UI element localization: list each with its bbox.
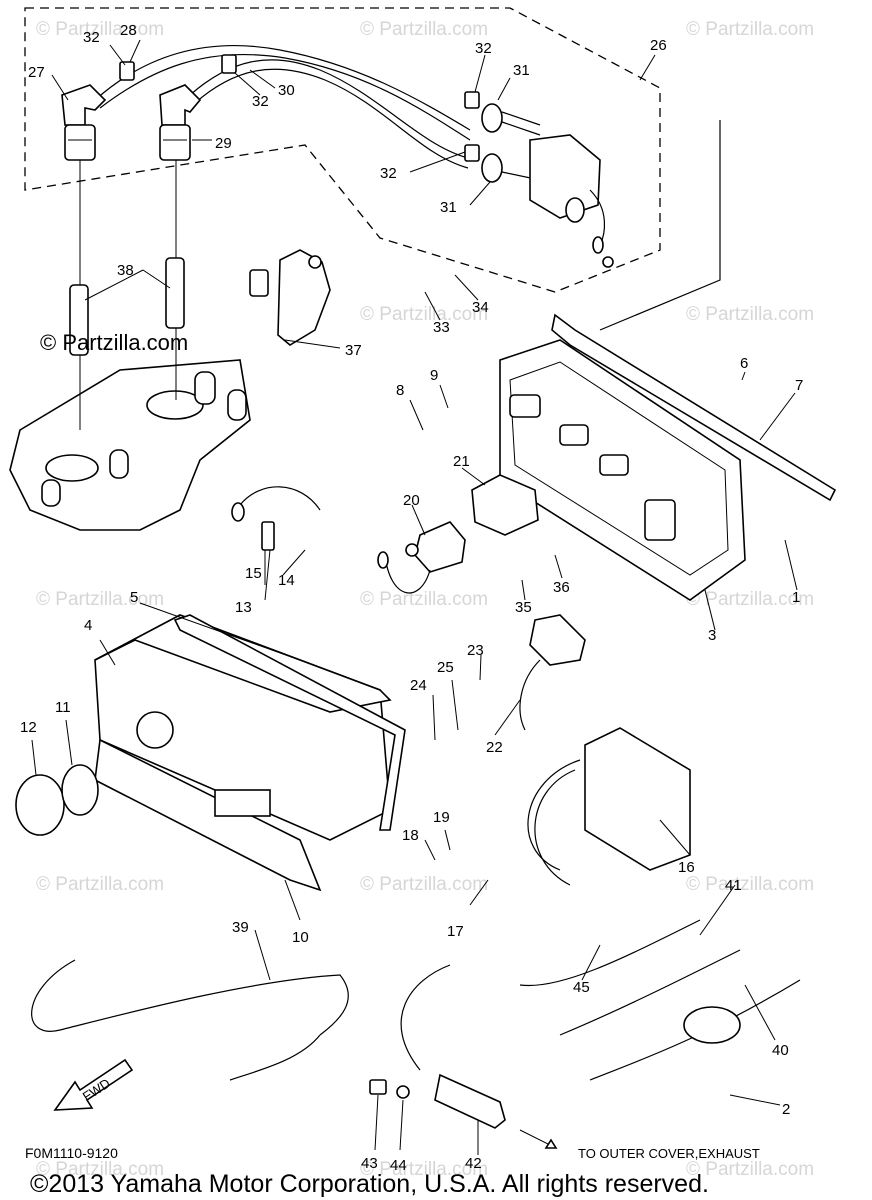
- callout-27: 27: [28, 64, 45, 81]
- callout-17: 17: [447, 923, 464, 940]
- callout-4: 4: [84, 617, 92, 634]
- watermark: © Partzilla.com: [686, 589, 814, 610]
- watermark: © Partzilla.com: [360, 589, 488, 610]
- flow-note: TO OUTER COVER,EXHAUST: [578, 1146, 760, 1161]
- callout-40: 40: [772, 1042, 789, 1059]
- callout-23: 23: [467, 642, 484, 659]
- cdi-unit: [519, 614, 691, 886]
- callout-3: 3: [708, 627, 716, 644]
- starter-relay: [377, 474, 539, 594]
- callout-1: 1: [792, 589, 800, 606]
- callout-21: 21: [453, 453, 470, 470]
- callout-29: 29: [215, 135, 232, 152]
- callout-43: 43: [361, 1155, 378, 1172]
- callout-32: 32: [83, 29, 100, 46]
- callout-10: 10: [292, 929, 309, 946]
- callout-39: 39: [232, 919, 249, 936]
- callout-13: 13: [235, 599, 252, 616]
- callout-42: 42: [465, 1155, 482, 1172]
- callout-28: 28: [120, 22, 137, 39]
- sensor-bracket: [249, 249, 331, 346]
- callout-9: 9: [430, 367, 438, 384]
- callout-25: 25: [437, 659, 454, 676]
- watermark: © Partzilla.com: [36, 19, 164, 40]
- ignition-coils: [464, 91, 614, 268]
- callout-24: 24: [410, 677, 427, 694]
- callout-33: 33: [433, 319, 450, 336]
- callout-31-second: 31: [440, 199, 457, 216]
- callout-6: 6: [740, 355, 748, 372]
- callout-34: 34: [472, 299, 489, 316]
- watermark: © Partzilla.com: [36, 589, 164, 610]
- callout-12: 12: [20, 719, 37, 736]
- leader-lines: [31, 39, 798, 1155]
- spark-plugs: [69, 160, 185, 430]
- watermark: © Partzilla.com: [686, 1159, 814, 1180]
- fuse-holder: [231, 486, 321, 551]
- coil-assembly-boundary: [24, 7, 661, 293]
- diagram-code: F0M1110-9120: [25, 1145, 118, 1161]
- callout-11: 11: [55, 699, 71, 716]
- callout-16: 16: [678, 859, 695, 876]
- callout-32-second: 32: [475, 40, 492, 57]
- callout-15: 15: [245, 565, 262, 582]
- callout-20: 20: [403, 492, 420, 509]
- wire-harnesses: [31, 919, 801, 1129]
- electrical-cover: [94, 614, 406, 892]
- callout-44: 44: [390, 1157, 407, 1174]
- watermark: © Partzilla.com: [360, 1159, 488, 1180]
- exhaust-direction-arrow-icon: [519, 1129, 558, 1149]
- watermark-layer: © Partzilla.com © Partzilla.com © Partzi…: [36, 19, 814, 1180]
- callout-32-third: 32: [252, 93, 269, 110]
- callout-labels: 1 2 3 4 5 6 7 8 9 10 11 12 13 14 15 16 1…: [20, 22, 803, 1174]
- watermark: © Partzilla.com: [36, 874, 164, 895]
- electrical-box: [499, 120, 837, 601]
- callout-41: 41: [725, 877, 742, 894]
- callout-30: 30: [278, 82, 295, 99]
- fwd-arrow-icon: FWD: [53, 1058, 134, 1111]
- callout-36: 36: [553, 579, 570, 596]
- cylinder-head: [9, 359, 251, 531]
- callout-38: 38: [117, 262, 134, 279]
- watermark: © Partzilla.com: [686, 874, 814, 895]
- watermark: © Partzilla.com: [686, 19, 814, 40]
- watermark: © Partzilla.com: [360, 874, 488, 895]
- callout-5: 5: [130, 589, 138, 606]
- plug-caps-and-leads: [61, 45, 471, 169]
- watermark: © Partzilla.com: [686, 304, 814, 325]
- brand-watermark: © Partzilla.com: [40, 330, 188, 355]
- callout-14: 14: [278, 572, 295, 589]
- callout-8: 8: [396, 382, 404, 399]
- watermark: © Partzilla.com: [36, 1159, 164, 1180]
- callout-35: 35: [515, 599, 532, 616]
- callout-45: 45: [573, 979, 590, 996]
- cover-cap: [15, 764, 99, 836]
- callout-2: 2: [782, 1101, 790, 1118]
- callout-26: 26: [650, 37, 667, 54]
- callout-31: 31: [513, 62, 530, 79]
- watermark: © Partzilla.com: [360, 304, 488, 325]
- callout-32-fourth: 32: [380, 165, 397, 182]
- callout-7: 7: [795, 377, 803, 394]
- callout-37: 37: [345, 342, 362, 359]
- watermark: © Partzilla.com: [360, 19, 488, 40]
- callout-22: 22: [486, 739, 503, 756]
- copyright-notice: ©2013 Yamaha Motor Corporation, U.S.A. A…: [30, 1170, 709, 1198]
- callout-18: 18: [402, 827, 419, 844]
- callout-19: 19: [433, 809, 450, 826]
